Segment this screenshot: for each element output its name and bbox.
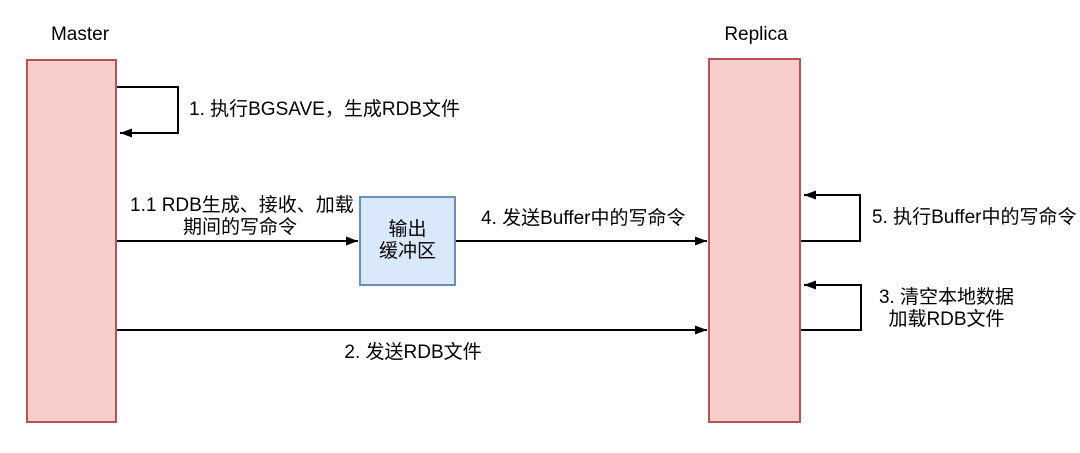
message-1-label: 1. 执行BGSAVE，生成RDB文件 <box>189 99 460 120</box>
self-loop-arrow-3 <box>801 280 862 331</box>
self-loop-arrow-1 <box>117 86 179 138</box>
replica-actor-label: Replica <box>724 24 788 45</box>
message-2-label: 2. 发送RDB文件 <box>344 342 482 363</box>
message-5-label: 5. 执行Buffer中的写命令 <box>872 207 1077 228</box>
output-buffer-label-line2: 缓冲区 <box>378 241 436 262</box>
master-actor-label: Master <box>50 24 110 45</box>
message-3-line1: 3. 清空本地数据 <box>878 287 1015 308</box>
output-buffer-box: 输出 缓冲区 <box>359 196 456 286</box>
message-4-label: 4. 发送Buffer中的写命令 <box>481 208 686 229</box>
message-3-line2: 加载RDB文件 <box>888 309 1005 330</box>
message-3-label: 3. 清空本地数据 加载RDB文件 <box>874 287 1019 331</box>
message-1-1-line1: 1.1 RDB生成、接收、加载 <box>130 195 354 216</box>
message-1-1-label: 1.1 RDB生成、接收、加载 期间的写命令 <box>130 195 354 239</box>
output-buffer-label-line1: 输出 <box>388 219 427 240</box>
message-1-1-line2: 期间的写命令 <box>182 217 297 238</box>
replica-lifeline <box>708 58 801 423</box>
master-lifeline <box>26 59 117 423</box>
self-loop-arrow-5 <box>801 190 861 242</box>
